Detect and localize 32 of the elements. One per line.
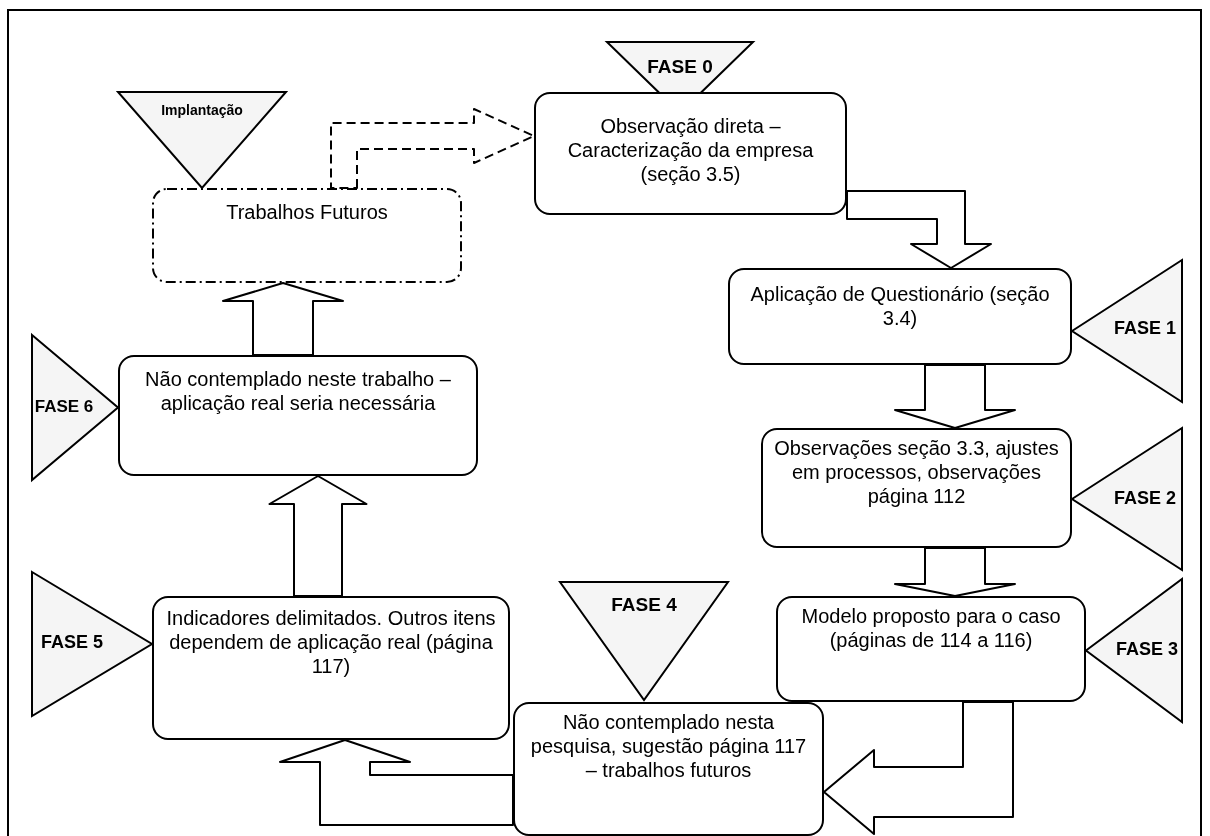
block-arrow: [846, 190, 992, 269]
phase-label: FASE 0: [646, 56, 714, 78]
process-box: [761, 428, 1072, 548]
block-arrow: [823, 701, 1014, 835]
box-text: Observações seção 3.3, ajustes em processos, observações página 112: [773, 436, 1060, 508]
box-text: Aplicação de Questionário (seção 3.4): [749, 282, 1051, 330]
box-text: Trabalhos Futuros: [225, 200, 389, 224]
process-box: [152, 596, 510, 740]
box-text: Modelo proposto para o caso (páginas de 114 a 116): [800, 604, 1062, 652]
box-text: Indicadores delimitados. Outros itens dependem de aplicação real (página 117): [165, 606, 497, 678]
box-text: Não contemplado neste trabalho – aplicação real seria necessária: [144, 367, 452, 415]
process-box: [776, 596, 1086, 702]
process-box: [534, 92, 847, 215]
block-arrow: [268, 475, 368, 597]
process-box: [118, 355, 478, 476]
block-arrow: [894, 364, 1016, 429]
process-box: [513, 702, 824, 836]
phase-label: Implantação: [160, 102, 244, 118]
phase-label: FASE 5: [40, 632, 104, 653]
phase-label: FASE 1: [1113, 318, 1177, 339]
phase-label: FASE 2: [1113, 488, 1177, 509]
box-text: Não contemplado nesta pesquisa, sugestão página 117 – trabalhos futuros: [529, 710, 808, 782]
block-arrow: [894, 547, 1016, 597]
box-text: Observação direta – Caracterização da empresa (seção 3.5): [566, 114, 815, 186]
phase-label: FASE 3: [1115, 639, 1179, 660]
block-arrow: [222, 282, 344, 356]
dashed-process-box: [152, 188, 462, 283]
phase-label: FASE 4: [610, 594, 678, 616]
phase-label: FASE 6: [34, 397, 94, 417]
process-box: [728, 268, 1072, 365]
block-arrow: [279, 739, 514, 826]
dashed-block-arrow: [330, 108, 535, 189]
